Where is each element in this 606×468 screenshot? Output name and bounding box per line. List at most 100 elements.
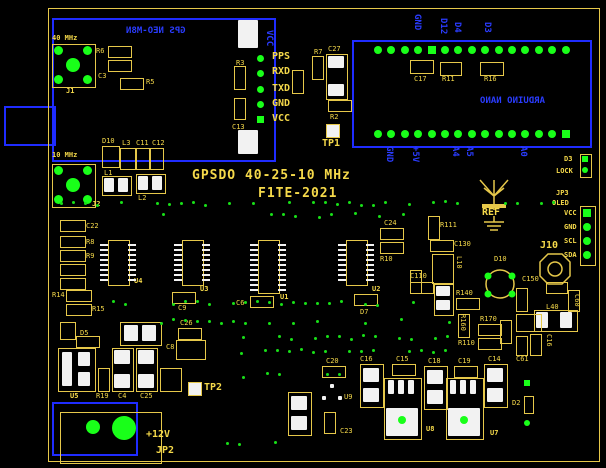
arduino-header-pin	[561, 46, 570, 54]
ic-pin	[202, 279, 210, 281]
j10-connector[interactable]	[538, 252, 572, 290]
arduino-header-pin	[414, 130, 423, 138]
via	[168, 203, 171, 206]
j1-ground-pad	[54, 46, 63, 55]
via	[354, 212, 357, 215]
via	[278, 373, 281, 376]
r2-footprint	[328, 100, 352, 112]
via	[304, 302, 307, 305]
d2-footprint	[524, 396, 534, 414]
ic-pin	[366, 279, 374, 281]
u9-pad	[322, 396, 326, 400]
l1-footprint	[102, 176, 132, 196]
c23-label: C23	[340, 427, 353, 435]
j1-connector[interactable]	[52, 44, 96, 88]
r9-label: R9	[86, 252, 95, 260]
via	[516, 202, 519, 205]
ic-pin	[278, 289, 286, 291]
j1-ground-pad	[54, 75, 63, 84]
oled-header[interactable]	[580, 206, 596, 266]
arduino-header-pin	[548, 130, 557, 138]
lock-led-pad	[582, 167, 588, 173]
d5-label: D5	[80, 329, 89, 337]
ic-pin	[202, 254, 210, 256]
u7-label: U7	[490, 429, 499, 437]
oled-vcc-label: VCC	[564, 209, 577, 217]
u5-regulator	[58, 348, 96, 392]
c17-label: C17	[414, 75, 427, 83]
cap-footprint	[60, 322, 76, 340]
ic-pin	[174, 279, 182, 281]
l2-pad	[152, 176, 162, 190]
c24-label: C24	[384, 219, 397, 227]
u2-ic	[346, 240, 368, 286]
c19-label: C19	[458, 357, 471, 365]
via	[456, 202, 459, 205]
l40-pad	[560, 312, 572, 328]
arduino-header-pin	[508, 130, 516, 138]
cap-footprint	[288, 392, 312, 436]
tp2-label: TP2	[204, 382, 223, 393]
cap-footprint	[546, 282, 568, 294]
arduino-nano-outline	[352, 40, 592, 148]
lock-label: LOCK	[556, 167, 573, 175]
via	[72, 201, 75, 204]
u3-ic	[182, 240, 204, 286]
via	[300, 348, 303, 351]
d7-label: D7	[360, 308, 369, 316]
via	[360, 204, 363, 207]
jp3-label: JP3	[556, 189, 569, 197]
via	[338, 335, 341, 338]
j2-connector[interactable]	[52, 164, 96, 208]
arduino-header-pin	[521, 130, 530, 138]
l1-label: L1	[104, 169, 113, 177]
via	[84, 202, 87, 205]
ic-pin	[366, 249, 374, 251]
ic-pin	[278, 264, 286, 266]
u5-label: U5	[70, 392, 79, 400]
via	[444, 349, 447, 352]
c13-footprint	[234, 98, 246, 120]
gps-module-pad	[238, 130, 258, 154]
tp1-label: TP1	[322, 138, 341, 149]
power-jack-outline	[52, 402, 138, 456]
ic-footprint	[120, 322, 162, 346]
r110-label: R110	[458, 339, 475, 347]
tp1-testpoint[interactable]	[326, 124, 340, 138]
r11-footprint	[440, 62, 462, 76]
via	[408, 350, 411, 353]
arduino-header-pin	[467, 130, 476, 138]
via	[326, 373, 329, 376]
board-title: GPSDO 40-25-10 MHz	[192, 168, 351, 183]
via	[372, 204, 375, 207]
r11-label: R11	[442, 75, 455, 83]
arduino-header-pin	[427, 130, 436, 138]
c19-footprint	[454, 366, 478, 378]
via	[240, 352, 243, 355]
via	[196, 300, 199, 303]
res-footprint	[500, 320, 512, 344]
c9-footprint	[172, 292, 196, 304]
via	[192, 201, 195, 204]
u8-label: U8	[426, 425, 435, 433]
r140-footprint	[456, 298, 480, 310]
arduino-header-pin	[414, 46, 423, 54]
via	[362, 334, 365, 337]
tp2-testpoint[interactable]	[188, 382, 202, 396]
u4-label: U4	[134, 277, 143, 285]
c17-footprint	[410, 60, 434, 74]
jp2-jack-body[interactable]	[60, 412, 162, 464]
u5-pad	[78, 372, 90, 386]
c4-pad	[114, 350, 130, 364]
j2-ground-pad	[83, 195, 92, 204]
c26-footprint	[178, 328, 202, 340]
ic-pin	[100, 269, 108, 271]
c27-pad	[328, 56, 344, 68]
via	[244, 322, 247, 325]
via	[120, 201, 123, 204]
ic-pin	[250, 254, 258, 256]
cap-pad	[436, 300, 450, 310]
oled-gnd-label: GND	[564, 223, 577, 231]
arduino-header-pin	[521, 46, 530, 54]
